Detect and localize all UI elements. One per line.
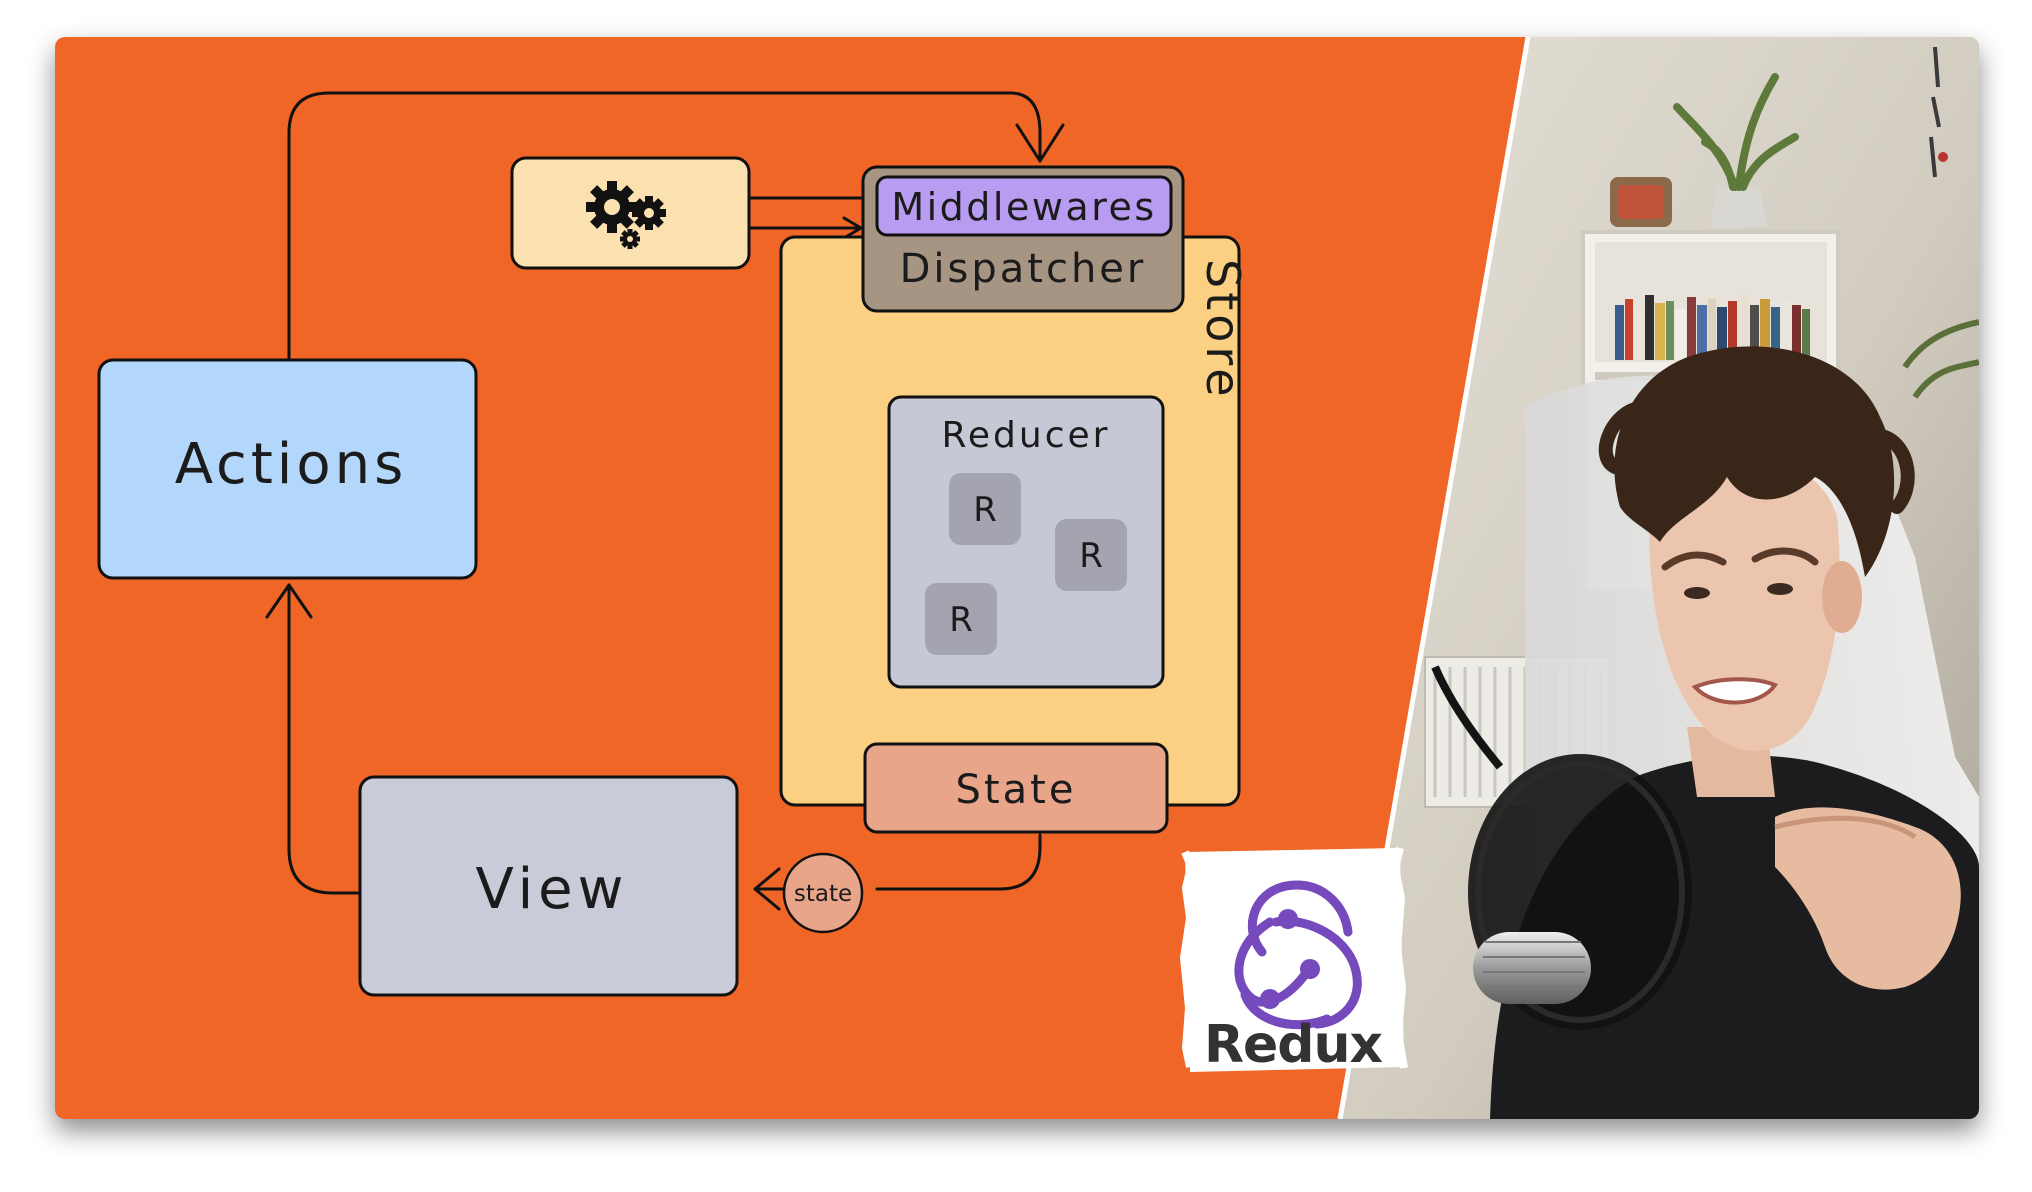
middlewares-box: Middlewares xyxy=(875,175,1173,237)
reducer-item: R xyxy=(1055,519,1127,591)
gears-icon xyxy=(586,181,666,249)
redux-atom-icon xyxy=(1234,880,1362,1030)
arrow-head-down-icon xyxy=(1015,123,1065,163)
microphone xyxy=(1473,932,1591,1004)
reducer-box: Reducer R R R xyxy=(887,395,1165,689)
middlewares-label: Middlewares xyxy=(891,185,1156,229)
redux-logo: Redux xyxy=(1179,847,1408,1075)
redux-diagram: Store Dispatcher Middlewares Reducer R R… xyxy=(97,37,1979,1119)
state-label: State xyxy=(956,767,1077,813)
actions-label: Actions xyxy=(175,432,408,497)
view-box: View xyxy=(358,775,739,997)
svg-text:R: R xyxy=(949,600,973,640)
arrow-head-left-icon xyxy=(753,867,781,911)
presenter-photo xyxy=(1340,37,1979,1119)
view-label: View xyxy=(476,857,629,922)
state-bubble-label: state xyxy=(794,881,852,907)
dispatcher-label: Dispatcher xyxy=(900,246,1147,292)
state-bubble: state xyxy=(782,852,864,934)
svg-text:R: R xyxy=(1079,536,1103,576)
books xyxy=(1615,295,1810,360)
reducer-label: Reducer xyxy=(942,415,1111,456)
svg-text:R: R xyxy=(973,490,997,530)
arrow-head-up-icon xyxy=(265,583,313,619)
actions-box: Actions xyxy=(97,358,478,580)
reducer-item: R xyxy=(925,583,997,655)
video-frame: Store Dispatcher Middlewares Reducer R R… xyxy=(55,37,1979,1119)
side-effects-box xyxy=(510,156,751,270)
state-box: State xyxy=(863,742,1169,834)
reducer-item: R xyxy=(949,473,1021,545)
store-label: Store xyxy=(1196,259,1250,401)
arrow-head-right-icon xyxy=(842,216,863,240)
redux-logo-text: Redux xyxy=(1204,1015,1383,1075)
